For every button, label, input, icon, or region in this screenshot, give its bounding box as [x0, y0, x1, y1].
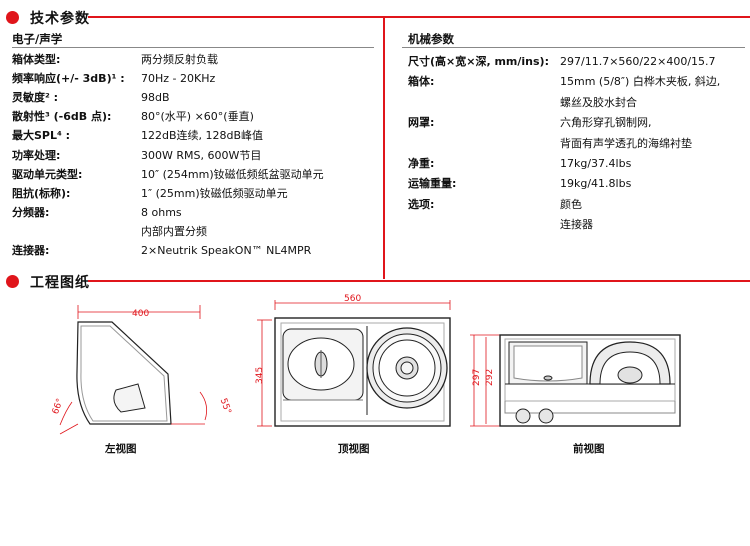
section-bullet-icon: [6, 275, 19, 288]
top-height-dimension: 345: [255, 367, 265, 384]
left-spec-label: 最大SPL⁴ :: [12, 129, 71, 142]
front-view-dimensions: [470, 334, 500, 427]
left-spec-value: 98dB: [141, 91, 170, 104]
right-spec-value: 297/11.7×560/22×400/15.7: [560, 55, 716, 68]
left-spec-value: 80°(水平) ×60°(垂直): [141, 110, 254, 123]
side-view-drawing: [76, 321, 172, 425]
top-view-drawing: [274, 317, 451, 427]
top-view-caption: 顶视图: [338, 443, 370, 455]
left-spec-label: 散射性³ (-6dB 点):: [12, 110, 112, 123]
left-spec-value: 70Hz - 20KHz: [141, 72, 216, 85]
side-view-caption: 左视图: [105, 443, 137, 455]
right-spec-label: 箱体:: [408, 75, 435, 88]
section-divider: [88, 280, 750, 282]
left-spec-value: 122dB连续, 128dB峰值: [141, 129, 264, 142]
right-title-rule: [402, 47, 745, 48]
left-spec-label: 箱体类型:: [12, 53, 61, 66]
left-spec-value: 2×Neutrik SpeakON™ NL4MPR: [141, 244, 312, 257]
right-spec-value: 六角形穿孔钢制网,: [560, 116, 652, 129]
front-view-caption: 前视图: [573, 443, 605, 455]
right-spec-value: 连接器: [560, 218, 593, 231]
electro-acoustic-title: 电子/声学: [12, 32, 63, 46]
left-spec-label: 分频器:: [12, 206, 50, 219]
left-spec-label: 功率处理:: [12, 149, 61, 162]
right-spec-value: 背面有声学透孔的海绵衬垫: [560, 137, 692, 150]
side-view-dimensions: [59, 305, 208, 435]
left-spec-label: 灵敏度² :: [12, 91, 59, 104]
top-width-dimension: 560: [344, 294, 361, 304]
left-spec-label: 阻抗(标称):: [12, 187, 71, 200]
tech-specs-header: 技术参数: [0, 7, 750, 27]
drawings-title: 工程图纸: [30, 275, 90, 291]
left-spec-value: 10″ (254mm)钕磁低频纸盆驱动单元: [141, 168, 324, 181]
left-spec-label: 频率响应(+/- 3dB)¹ :: [12, 72, 125, 85]
left-title-rule: [12, 47, 374, 48]
right-spec-value: 19kg/41.8lbs: [560, 177, 632, 190]
front-inner-height: 292: [485, 369, 495, 386]
section-divider: [88, 16, 750, 18]
tech-specs-title: 技术参数: [30, 11, 90, 27]
right-spec-label: 净重:: [408, 157, 435, 170]
left-spec-value: 300W RMS, 600W节目: [141, 149, 262, 162]
left-spec-value: 两分频反射负载: [141, 53, 218, 66]
right-spec-label: 尺寸(高×宽×深, mm/ins):: [408, 55, 549, 68]
left-spec-label: 驱动单元类型:: [12, 168, 83, 181]
mechanical-title: 机械参数: [408, 32, 454, 46]
front-view-drawing: [499, 334, 681, 427]
column-divider: [383, 17, 385, 279]
side-angle-right: 55°: [218, 397, 233, 415]
right-spec-value: 15mm (5/8″) 白桦木夹板, 斜边,: [560, 75, 721, 88]
left-spec-value: 8 ohms: [141, 206, 182, 219]
right-spec-value: 17kg/37.4lbs: [560, 157, 632, 170]
right-spec-label: 网罩:: [408, 116, 435, 129]
section-bullet-icon: [6, 11, 19, 24]
right-spec-label: 运输重量:: [408, 177, 457, 190]
right-spec-label: 选项:: [408, 198, 435, 211]
side-angle-left: 66°: [51, 397, 66, 415]
front-outer-height: 297: [472, 369, 482, 386]
left-spec-value: 1″ (25mm)钕磁低频驱动单元: [141, 187, 288, 200]
left-spec-label: 连接器:: [12, 244, 50, 257]
side-width-dimension: 400: [132, 309, 149, 319]
top-view-dimensions: [257, 300, 451, 427]
drawings-header: 工程图纸: [0, 271, 750, 291]
right-spec-value: 颜色: [560, 198, 582, 211]
left-spec-value: 内部内置分频: [141, 225, 207, 238]
right-spec-value: 螺丝及胶水封合: [560, 96, 637, 109]
